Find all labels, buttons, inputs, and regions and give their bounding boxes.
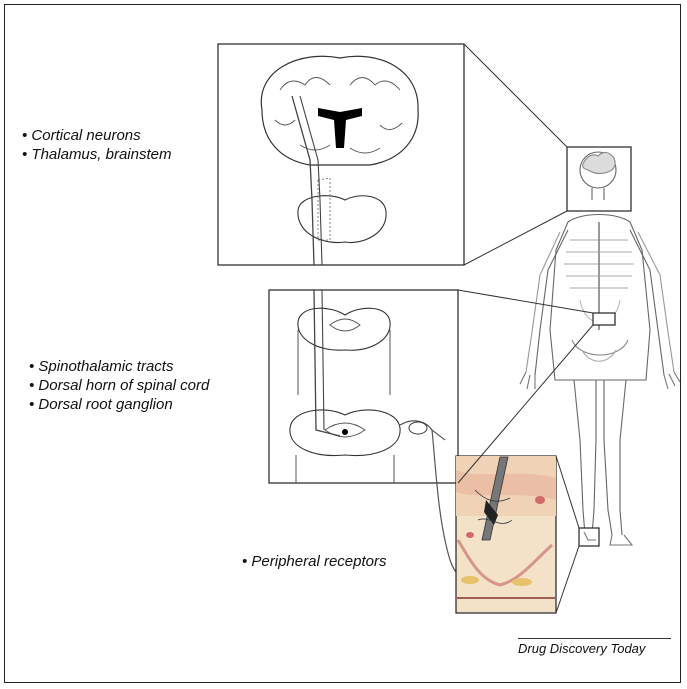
spinal-cord-inset [269, 290, 458, 483]
label-cortical-neurons: • Cortical neurons [22, 126, 171, 145]
brainstem-slice [298, 196, 386, 243]
label-thalamus-brainstem: • Thalamus, brainstem [22, 145, 171, 164]
periphery-labels: • Peripheral receptors [242, 552, 387, 571]
label-dorsal-root-ganglion: • Dorsal root ganglion [29, 395, 209, 414]
label-spinothalamic-tracts: • Spinothalamic tracts [29, 357, 209, 376]
skin-inset [456, 456, 556, 613]
journal-credit: Drug Discovery Today [518, 638, 671, 656]
spinal-cord-section-upper [298, 308, 390, 350]
spine-highlight-box [593, 313, 615, 325]
foot-highlight-box [579, 528, 599, 546]
brain-labels: • Cortical neurons • Thalamus, brainstem [22, 126, 171, 164]
brain-inset [218, 44, 464, 265]
brain-section-outline [261, 56, 418, 165]
label-dorsal-horn: • Dorsal horn of spinal cord [29, 376, 209, 395]
dorsal-root-ganglion [409, 422, 427, 434]
spine-labels: • Spinothalamic tracts • Dorsal horn of … [29, 357, 209, 414]
label-peripheral-receptors: • Peripheral receptors [242, 552, 387, 571]
